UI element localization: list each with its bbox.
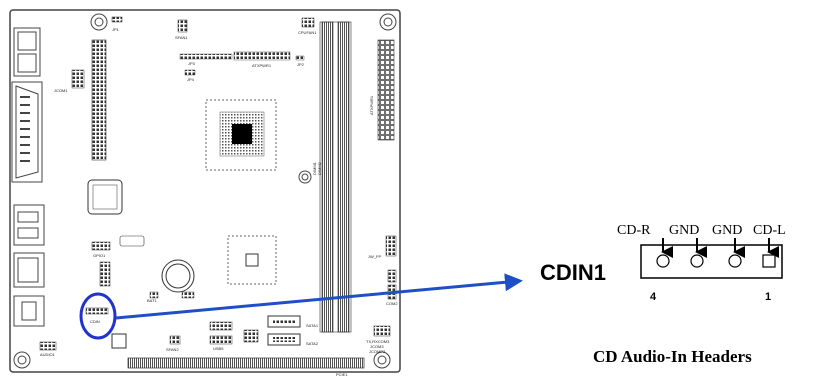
bat1-label: BAT1	[147, 298, 157, 303]
pin-number-right: 1	[765, 291, 771, 303]
super-io-chip	[87, 179, 123, 215]
jcom1-header	[71, 69, 85, 89]
dimm-slots: DIMM1 DIMM2	[312, 21, 352, 333]
atxpwr1-small-label: ATXPWR1	[252, 63, 272, 68]
jumper-small	[149, 291, 159, 299]
sfan1-header	[177, 19, 188, 33]
atxpwr-small	[233, 51, 291, 61]
pin-label-cd-l: CD-L	[753, 223, 786, 238]
mounting-hole	[379, 13, 397, 31]
pin-label-gnd-1: GND	[669, 223, 699, 238]
mounting-hole	[373, 351, 391, 369]
atx-power-connector	[377, 39, 395, 141]
motherboard: JP1 SFAN1 CPUFAN1 JP3 ATXPWR1 JP2 JP4 JC…	[9, 9, 401, 377]
gpio1-header	[91, 241, 111, 251]
jumper-block	[99, 261, 111, 287]
jp1-label: JP1	[112, 27, 120, 32]
jcom1-label: JCOM1	[54, 88, 68, 93]
sfan2-label: SFAN2	[166, 347, 179, 352]
cpu-chip	[205, 99, 277, 171]
small-chip	[119, 235, 145, 247]
pin-2	[728, 238, 745, 268]
sata1-label: SATA1	[306, 323, 319, 328]
jp4-label: JP4	[187, 77, 195, 82]
usb5-label: USB5	[213, 346, 224, 351]
atxpwr1-label: ATXPWR1	[369, 95, 374, 115]
mounting-hole	[13, 351, 31, 369]
txrx-label: TX,RXCOM3	[366, 339, 390, 344]
pin-label-cd-r: CD-R	[617, 223, 651, 238]
pwr-header	[243, 329, 259, 343]
jumper-right	[387, 269, 397, 283]
cdin-highlight-ellipse	[79, 292, 117, 340]
small-component	[111, 333, 127, 349]
jp1-header	[111, 16, 123, 23]
audio-jack	[13, 295, 45, 327]
cdin-label: CDIN	[90, 319, 100, 324]
gpio1-label: GPIO1	[93, 253, 106, 258]
usb-header-b	[209, 335, 233, 345]
pin-label-gnd-2: GND	[712, 223, 742, 238]
usb-header-a	[209, 321, 233, 331]
cpufan1-label: CPUFAN1	[298, 30, 317, 35]
jp2-header	[295, 55, 305, 61]
pointer-arrow	[115, 273, 523, 320]
mounting-hole	[298, 170, 312, 184]
chipset-chip	[227, 235, 277, 285]
pin-3	[690, 238, 707, 268]
sfan2-header	[169, 335, 181, 345]
pin-1	[762, 238, 779, 268]
caption: CD Audio-In Headers	[593, 347, 752, 366]
sata2-label: SATA2	[306, 341, 319, 346]
pin-number-left: 4	[650, 291, 657, 303]
dimm1-label: DIMM1	[312, 161, 317, 175]
pcie-slot	[127, 357, 365, 369]
dimm2-label: DIMM2	[317, 161, 322, 175]
com2-label: COM2	[386, 301, 398, 306]
dimm1-slot	[321, 21, 334, 333]
jcom3-label: JCOM3	[370, 344, 384, 349]
dimm2-slot	[337, 21, 350, 333]
jw-fp-label: JW_FP	[368, 254, 381, 259]
sfan1-label: SFAN1	[175, 35, 188, 40]
rear-io-panel	[11, 27, 45, 327]
jp4-header	[184, 69, 196, 76]
battery: BAT1	[147, 259, 195, 303]
jumper-small-b	[181, 291, 195, 299]
mounting-hole	[90, 13, 108, 31]
jp2-label: JP2	[297, 62, 305, 67]
lan-port	[13, 252, 45, 288]
jcomp3-label: JCOMP3	[369, 349, 386, 354]
connector-name: CDIN1	[540, 260, 606, 285]
ide-connector	[91, 39, 107, 161]
usb-port	[13, 204, 45, 246]
connector-detail: CD-R GND GND CD-L 4 1	[617, 223, 786, 303]
jcom3-header	[373, 325, 391, 337]
cpufan1-header	[301, 17, 315, 28]
jw-fp-header	[385, 235, 397, 257]
parallel-port	[11, 81, 43, 183]
jp3-header	[179, 53, 233, 60]
jp3-label: JP3	[188, 61, 196, 66]
pcie1-label: PCIE1	[336, 372, 348, 377]
pin-4	[656, 238, 673, 268]
audio1-header	[39, 341, 57, 351]
cdin-header	[85, 307, 109, 315]
audio1-label: AUDIO1	[40, 352, 56, 357]
